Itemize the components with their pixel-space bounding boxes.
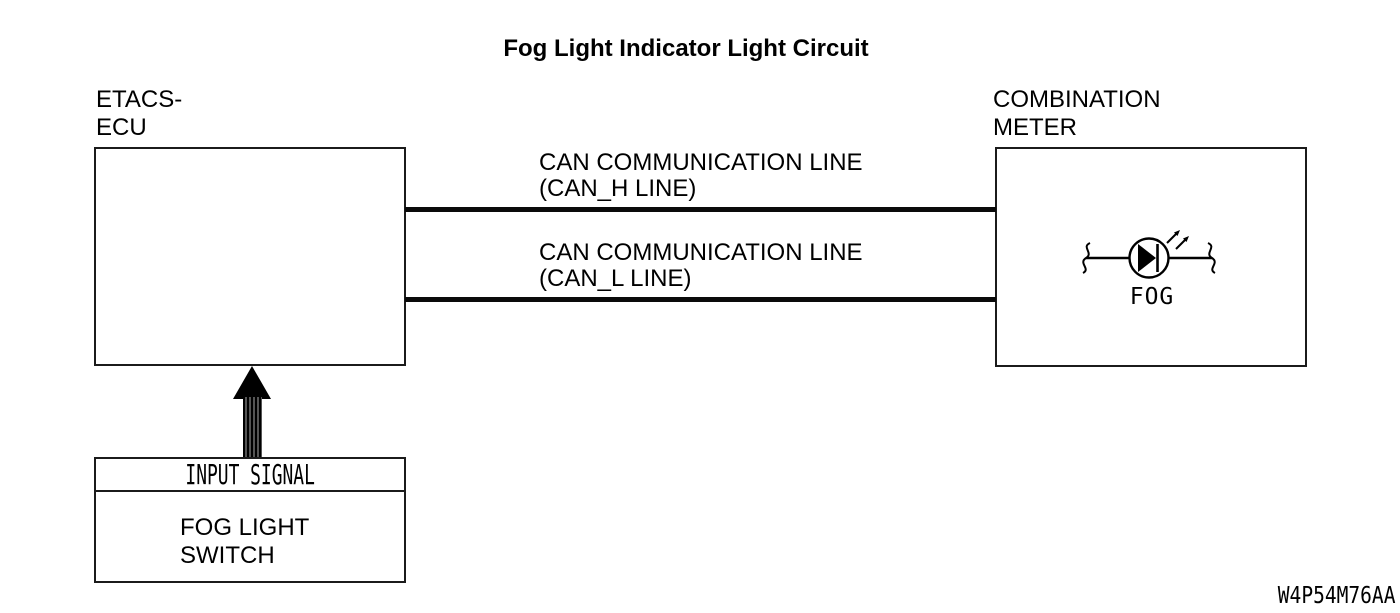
can-l-wire-label: CAN COMMUNICATION LINE (CAN_L LINE) xyxy=(539,239,863,292)
diagram-title: Fog Light Indicator Light Circuit xyxy=(503,35,869,62)
can-h-wire xyxy=(405,207,996,212)
wire-break-right-icon xyxy=(1207,242,1216,274)
wire-break-left-icon xyxy=(1082,242,1091,274)
figure-code: W4P54M76AA xyxy=(1277,583,1395,609)
fog-indicator-led-icon xyxy=(1082,230,1216,279)
combination-meter-label: COMBINATION METER xyxy=(993,86,1161,141)
can-h-wire-label: CAN COMMUNICATION LINE (CAN_H LINE) xyxy=(539,149,863,202)
fog-light-switch-label: FOG LIGHT SWITCH xyxy=(180,514,310,569)
fog-light-switch-box: INPUT SIGNAL FOG LIGHT SWITCH xyxy=(94,457,406,583)
fog-indicator-label: FOG xyxy=(1129,284,1175,310)
input-signal-header: INPUT SIGNAL xyxy=(96,459,404,492)
signal-arrow-shaft xyxy=(243,397,262,459)
input-signal-header-label: INPUT SIGNAL xyxy=(185,459,315,491)
etacs-ecu-box xyxy=(94,147,406,366)
etacs-ecu-label: ETACS- ECU xyxy=(96,86,183,141)
signal-arrow-head-icon xyxy=(233,366,271,399)
can-l-wire xyxy=(405,297,996,302)
